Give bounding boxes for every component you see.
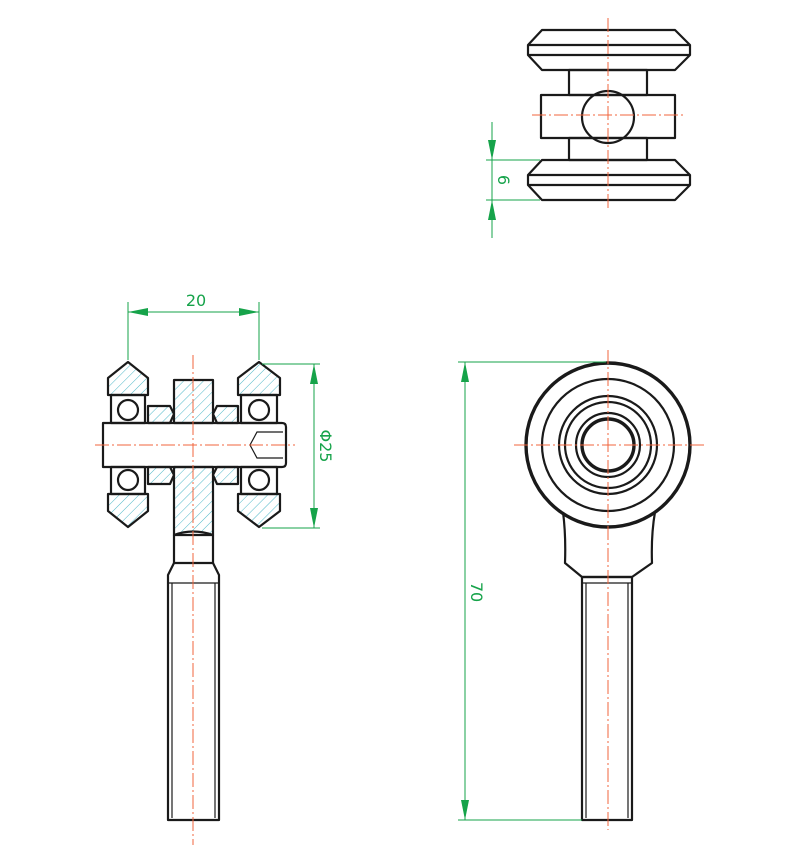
dimension-label: 20 bbox=[186, 291, 206, 310]
dimension-length: 70 bbox=[458, 361, 606, 821]
top-view: 6 bbox=[486, 18, 692, 238]
dimension-label: 6 bbox=[494, 175, 513, 185]
section-view: 20 Φ25 bbox=[95, 291, 335, 845]
dimension-label: Φ25 bbox=[316, 430, 335, 463]
dimension-width: 20 bbox=[127, 291, 260, 360]
front-view: 70 bbox=[458, 350, 704, 830]
dimension-diameter: Φ25 bbox=[262, 363, 335, 529]
dimension-thickness: 6 bbox=[486, 122, 540, 238]
dimension-label: 70 bbox=[467, 582, 486, 602]
